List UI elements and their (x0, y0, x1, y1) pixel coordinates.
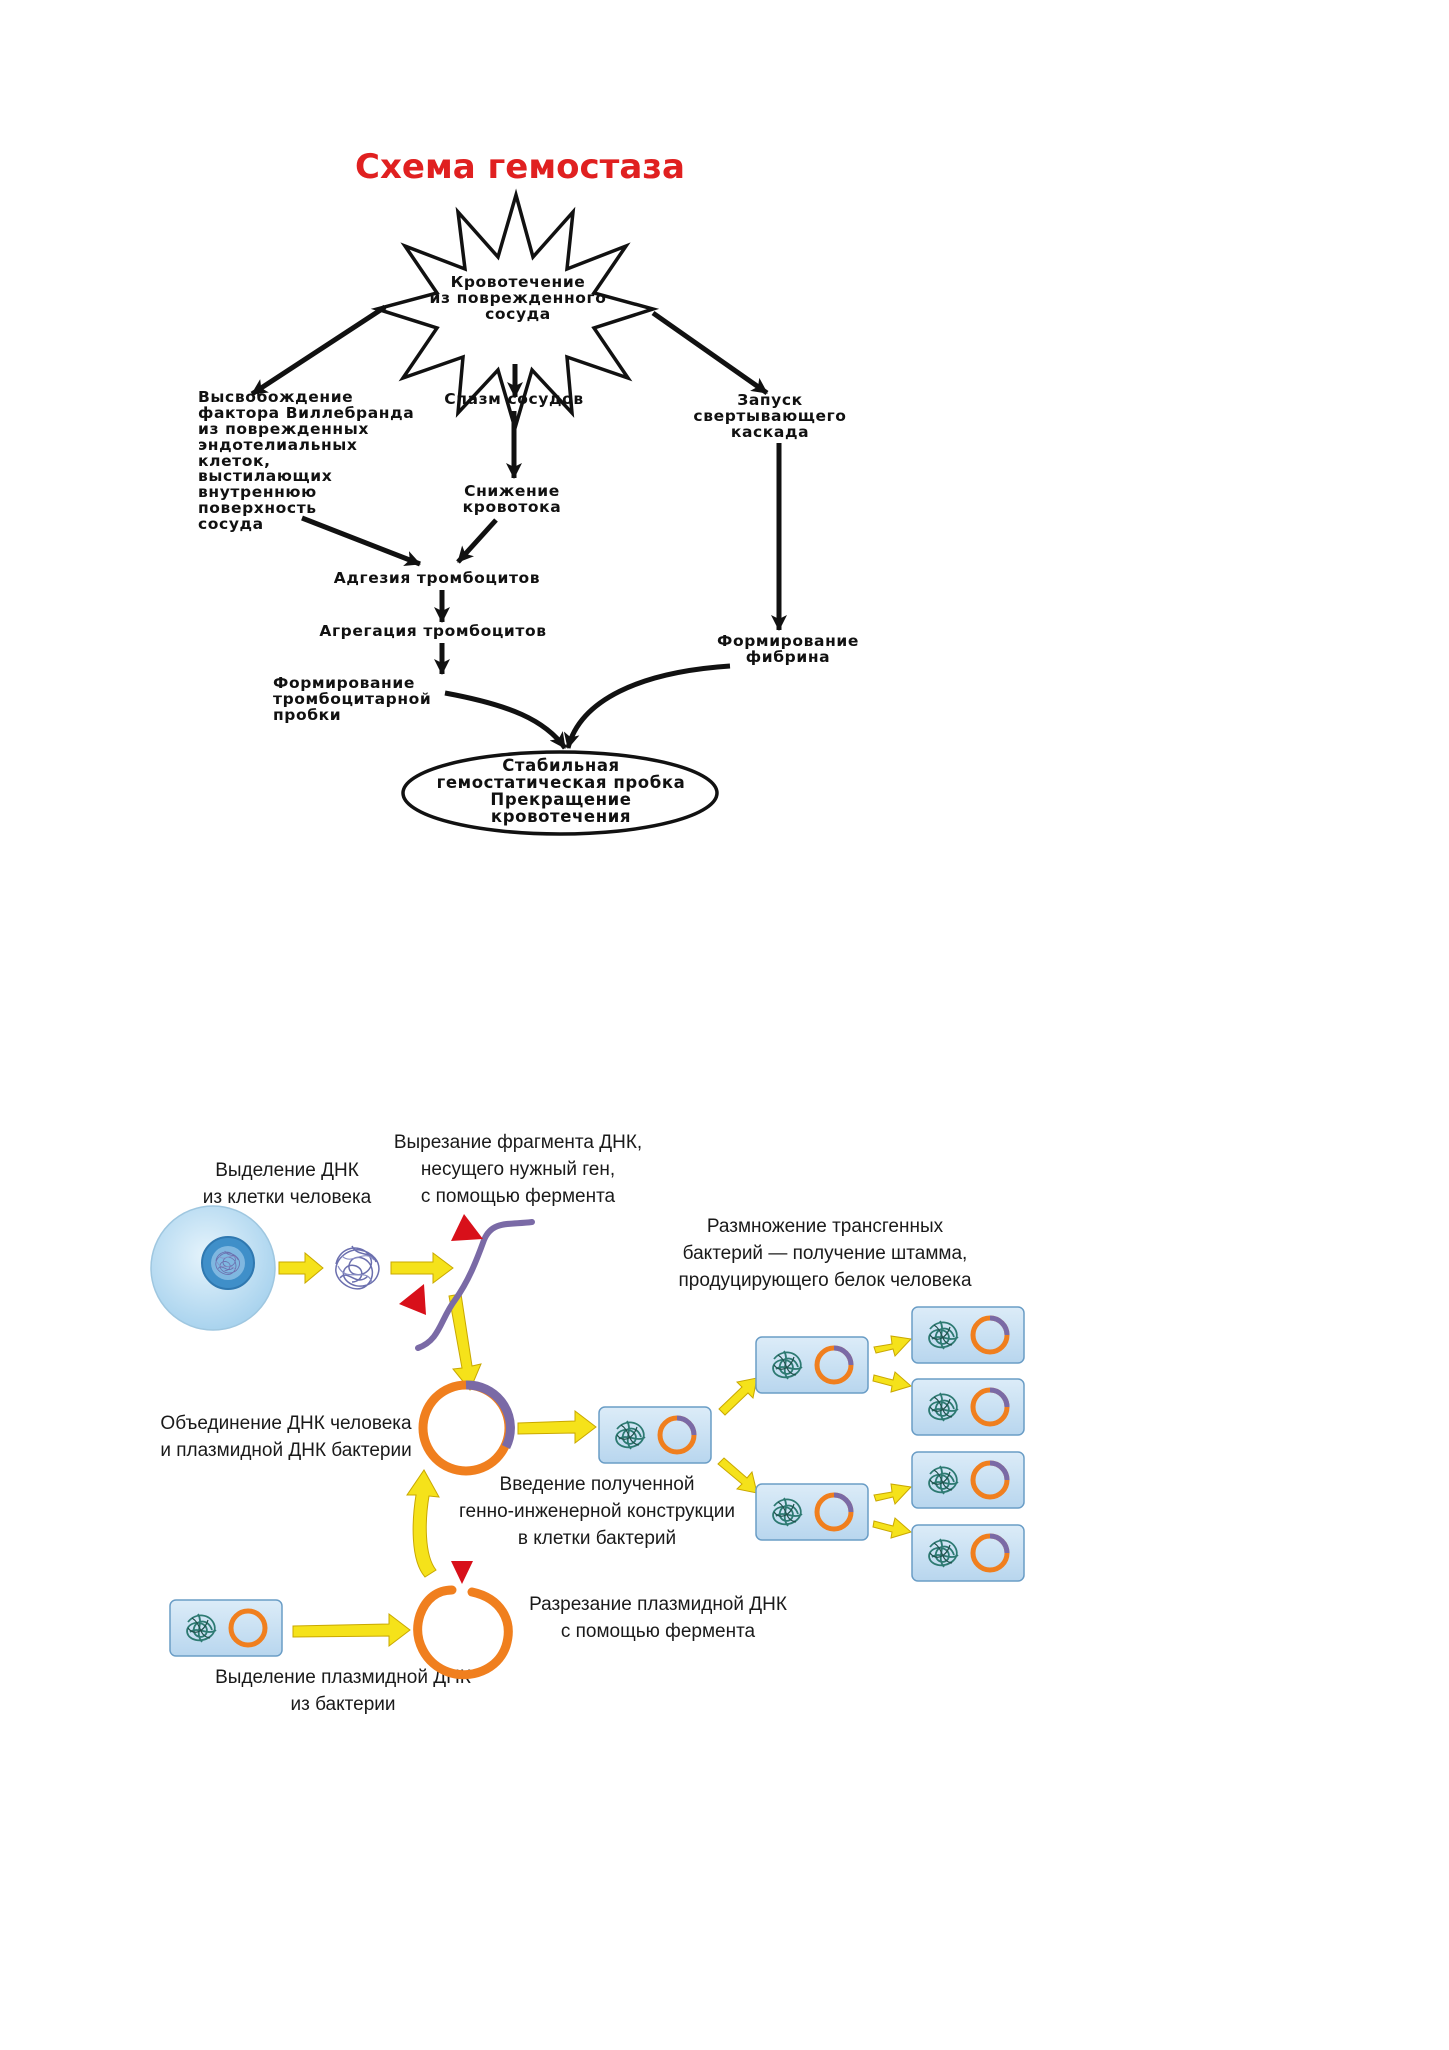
platelet-plug-line: тромбоцитарной (273, 690, 431, 708)
cascade-line: свертывающего (693, 407, 846, 425)
enzyme-plasmid-triangle (451, 1561, 473, 1584)
introduction-line: генно-инженерной конструкции (459, 1501, 735, 1522)
dna-fragment (399, 1214, 535, 1351)
cutting-fragment-line: несущего нужный ген, (421, 1159, 615, 1180)
cascade-line: Запуск (737, 391, 803, 409)
stable-plug-ellipse (401, 750, 719, 836)
willebrand-line: Высвобождение (198, 388, 353, 406)
reproduction-line: Размножение трансгенных (707, 1216, 944, 1237)
yellow-arrows (278, 1251, 913, 1648)
flow-reduction-line: Снижение (464, 482, 560, 500)
plasmid-extraction-line: из бактерии (291, 1694, 396, 1715)
joining-label: Объединение ДНК человека и плазмидной ДН… (160, 1413, 412, 1461)
arrow-low2 (872, 1517, 913, 1539)
arrow-up2 (872, 1371, 913, 1393)
bleeding-line: сосуда (485, 305, 551, 323)
human-cell (150, 1205, 276, 1331)
transgenic-bacterium (912, 1452, 1024, 1508)
stable-plug-line: кровотечения (491, 807, 631, 826)
enzyme-left-triangle (399, 1284, 426, 1315)
willebrand-line: из поврежденных (198, 420, 369, 438)
introduction-line: в клетки бактерий (518, 1528, 676, 1549)
platelet-plug-text: Формирование тромбоцитарной пробки (273, 674, 431, 724)
arrow-to-upper-bacterium (718, 1377, 758, 1416)
reproduction-line: бактерий — получение штамма, (683, 1243, 968, 1264)
source-bacterium (170, 1600, 282, 1656)
cutting-plasmid-label: Разрезание плазмидной ДНК с помощью ферм… (529, 1594, 787, 1642)
arrow-platelet-to-stable (444, 690, 568, 750)
willebrand-text: Высвобождение фактора Виллебранда из пов… (198, 388, 414, 533)
arrow-plasmid-to-cut (292, 1612, 411, 1648)
bleeding-text: Кровотечение из поврежденного сосуда (430, 273, 607, 323)
arrow-fragment-to-hybrid (448, 1293, 482, 1391)
platelet-plug-line: пробки (273, 706, 341, 724)
plasmid-extraction-label: Выделение плазмидной ДНК из бактерии (215, 1667, 471, 1715)
willebrand-line: клеток, (198, 452, 271, 470)
cutting-plasmid-line: с помощью фермента (561, 1621, 756, 1642)
joining-line: Объединение ДНК человека (160, 1413, 412, 1434)
willebrand-line: поверхность (198, 499, 317, 517)
flow-reduction-text: Снижение кровотока (463, 482, 562, 516)
spasm-label: Спазм сосудов (444, 390, 584, 408)
adhesion-label: Адгезия тромбоцитов (334, 569, 540, 587)
willebrand-line: выстилающих (198, 467, 332, 485)
arrow-up1 (873, 1335, 913, 1357)
transgenic-bacterium (756, 1337, 868, 1393)
transgenic-bacterium (599, 1407, 711, 1463)
human-dna-tangle (335, 1245, 380, 1290)
cut-plasmid (413, 1561, 513, 1680)
platelet-plug-line: Формирование (273, 674, 415, 692)
arrow-low1 (873, 1483, 913, 1505)
fibrin-line: фибрина (746, 648, 830, 666)
arrow-fibrin-to-stable (563, 663, 731, 749)
cutting-fragment-line: с помощью фермента (421, 1186, 616, 1207)
arrow-cut-to-hybrid (406, 1469, 440, 1578)
dna-extraction-line: Выделение ДНК (215, 1160, 359, 1181)
stable-plug-line: Прекращение (490, 790, 631, 809)
willebrand-line: сосуда (198, 515, 264, 533)
introduction-label: Введение полученной генно-инженерной кон… (459, 1474, 735, 1549)
willebrand-line: фактора Виллебранда (198, 404, 414, 422)
reproduction-line: продуцирующего белок человека (678, 1270, 971, 1291)
stable-plug-line: Стабильная (502, 756, 620, 775)
arrow-hybrid-to-bacterium (517, 1409, 597, 1445)
enzyme-top-triangle (451, 1214, 483, 1241)
cascade-line: каскада (731, 423, 809, 441)
stable-plug-line: гемостатическая пробка (437, 773, 686, 792)
transgenic-bacterium (912, 1307, 1024, 1363)
hemostasis-title: Схема гемостаза (355, 147, 685, 187)
joining-line: и плазмидной ДНК бактерии (160, 1440, 411, 1461)
arrow-willebrand-to-adhesion (301, 515, 421, 567)
arrow-to-lower-bacterium (717, 1457, 758, 1494)
plasmid-extraction-line: Выделение плазмидной ДНК (215, 1667, 471, 1688)
flow-reduction-line: кровотока (463, 498, 562, 516)
recombinant-plasmid (418, 1380, 515, 1476)
introduction-line: Введение полученной (500, 1474, 695, 1495)
willebrand-line: внутреннюю (198, 483, 317, 501)
transgenic-bacterium (912, 1525, 1024, 1581)
bleeding-line: из поврежденного (430, 289, 607, 307)
stable-plug-text: Стабильная гемостатическая пробка Прекра… (437, 756, 686, 826)
bleeding-line: Кровотечение (451, 273, 586, 291)
arrow-to-willebrand (250, 304, 387, 397)
cutting-fragment-label: Вырезание фрагмента ДНК, несущего нужный… (394, 1132, 642, 1207)
arrow-flow-to-adhesion (456, 518, 498, 564)
arrow-to-cascade (651, 310, 769, 396)
aggregation-label: Агрегация тромбоцитов (319, 622, 546, 640)
willebrand-line: эндотелиальных (198, 436, 358, 454)
fibrin-text: Формирование фибрина (717, 632, 859, 666)
cutting-plasmid-line: Разрезание плазмидной ДНК (529, 1594, 787, 1615)
cutting-fragment-line: Вырезание фрагмента ДНК, (394, 1132, 642, 1153)
cascade-text: Запуск свертывающего каскада (693, 391, 846, 441)
transgenic-bacterium (756, 1484, 868, 1540)
dna-extraction-label: Выделение ДНК из клетки человека (203, 1160, 372, 1208)
transgenic-bacterium (912, 1379, 1024, 1435)
dna-extraction-line: из клетки человека (203, 1187, 372, 1208)
reproduction-label: Размножение трансгенных бактерий — получ… (678, 1216, 971, 1291)
fibrin-line: Формирование (717, 632, 859, 650)
arrow-dna-to-fragment (390, 1252, 454, 1284)
arrow-cell-to-dna (278, 1251, 324, 1285)
